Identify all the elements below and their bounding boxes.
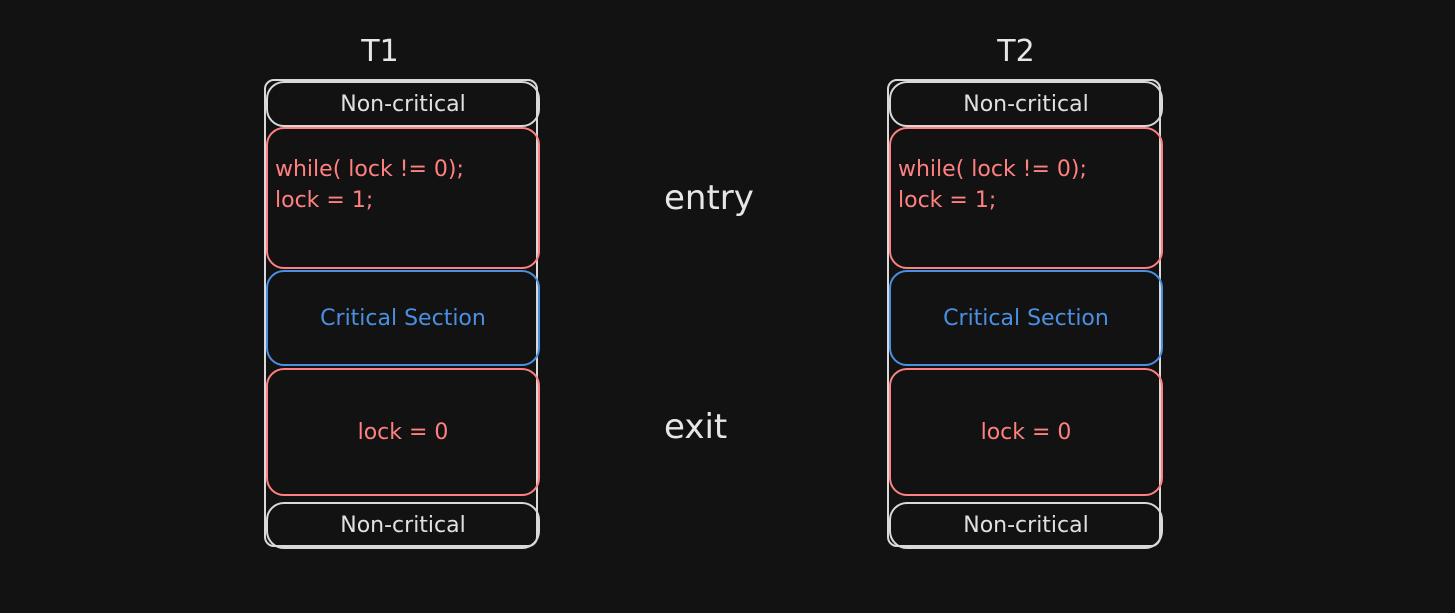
entry-section: while( lock != 0); lock = 1; [889,127,1163,269]
entry-section: while( lock != 0); lock = 1; [266,127,540,269]
entry-code-line: lock = 1; [898,188,997,213]
non-critical-bottom: Non-critical [889,502,1163,549]
critical-section: Critical Section [889,270,1163,366]
entry-code-line: while( lock != 0); [898,157,1087,182]
exit-label: exit [664,407,728,447]
exit-section: lock = 0 [266,368,540,496]
entry-code-line: lock = 1; [275,188,374,213]
entry-code: while( lock != 0); lock = 1; [898,154,1087,216]
thread-title-t2: T2 [997,34,1035,69]
thread-title-t1: T1 [361,34,399,69]
non-critical-top: Non-critical [889,81,1163,127]
critical-section: Critical Section [266,270,540,366]
exit-section: lock = 0 [889,368,1163,496]
thread-t2: Non-critical while( lock != 0); lock = 1… [887,79,1163,549]
entry-code: while( lock != 0); lock = 1; [275,154,464,216]
non-critical-top: Non-critical [266,81,540,127]
non-critical-bottom: Non-critical [266,502,540,549]
entry-label: entry [664,178,754,218]
thread-t1: Non-critical while( lock != 0); lock = 1… [264,79,540,549]
entry-code-line: while( lock != 0); [275,157,464,182]
